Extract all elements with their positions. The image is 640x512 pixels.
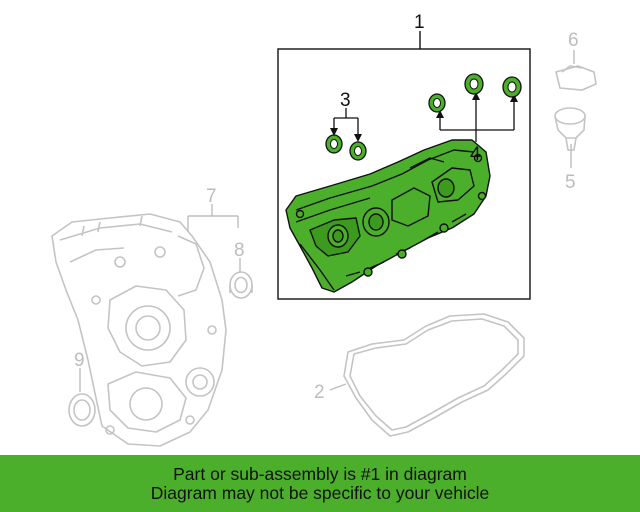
callout-4: 4 <box>470 144 481 165</box>
seal-9-drawing <box>68 393 96 427</box>
valve-cover-drawing <box>285 139 491 293</box>
callout-6: 6 <box>568 30 579 51</box>
banner-line-2: Diagram may not be specific to your vehi… <box>150 482 490 503</box>
gasket-drawing <box>343 313 525 437</box>
info-banner: Part or sub-assembly is #1 in diagram Di… <box>0 455 640 512</box>
faded-leaders <box>79 50 575 392</box>
callout-2: 2 <box>314 382 325 403</box>
assembly-box <box>277 48 531 300</box>
callout-7: 7 <box>206 186 217 207</box>
leader-3 <box>333 108 359 136</box>
oil-cap-drawing <box>555 65 597 91</box>
seal-8-drawing <box>229 271 253 299</box>
banner-line-1: Part or sub-assembly is #1 in diagram <box>173 463 467 484</box>
callout-3: 3 <box>340 90 351 111</box>
parts-diagram: 1 3 4 2 5 6 7 8 9 <box>51 12 597 447</box>
callout-8: 8 <box>234 240 245 261</box>
pcv-valve-drawing <box>554 107 586 151</box>
callout-1: 1 <box>414 12 425 33</box>
timing-cover-drawing <box>51 213 227 447</box>
leader-4 <box>439 98 515 142</box>
callout-9: 9 <box>74 350 85 371</box>
callout-5: 5 <box>565 172 576 193</box>
